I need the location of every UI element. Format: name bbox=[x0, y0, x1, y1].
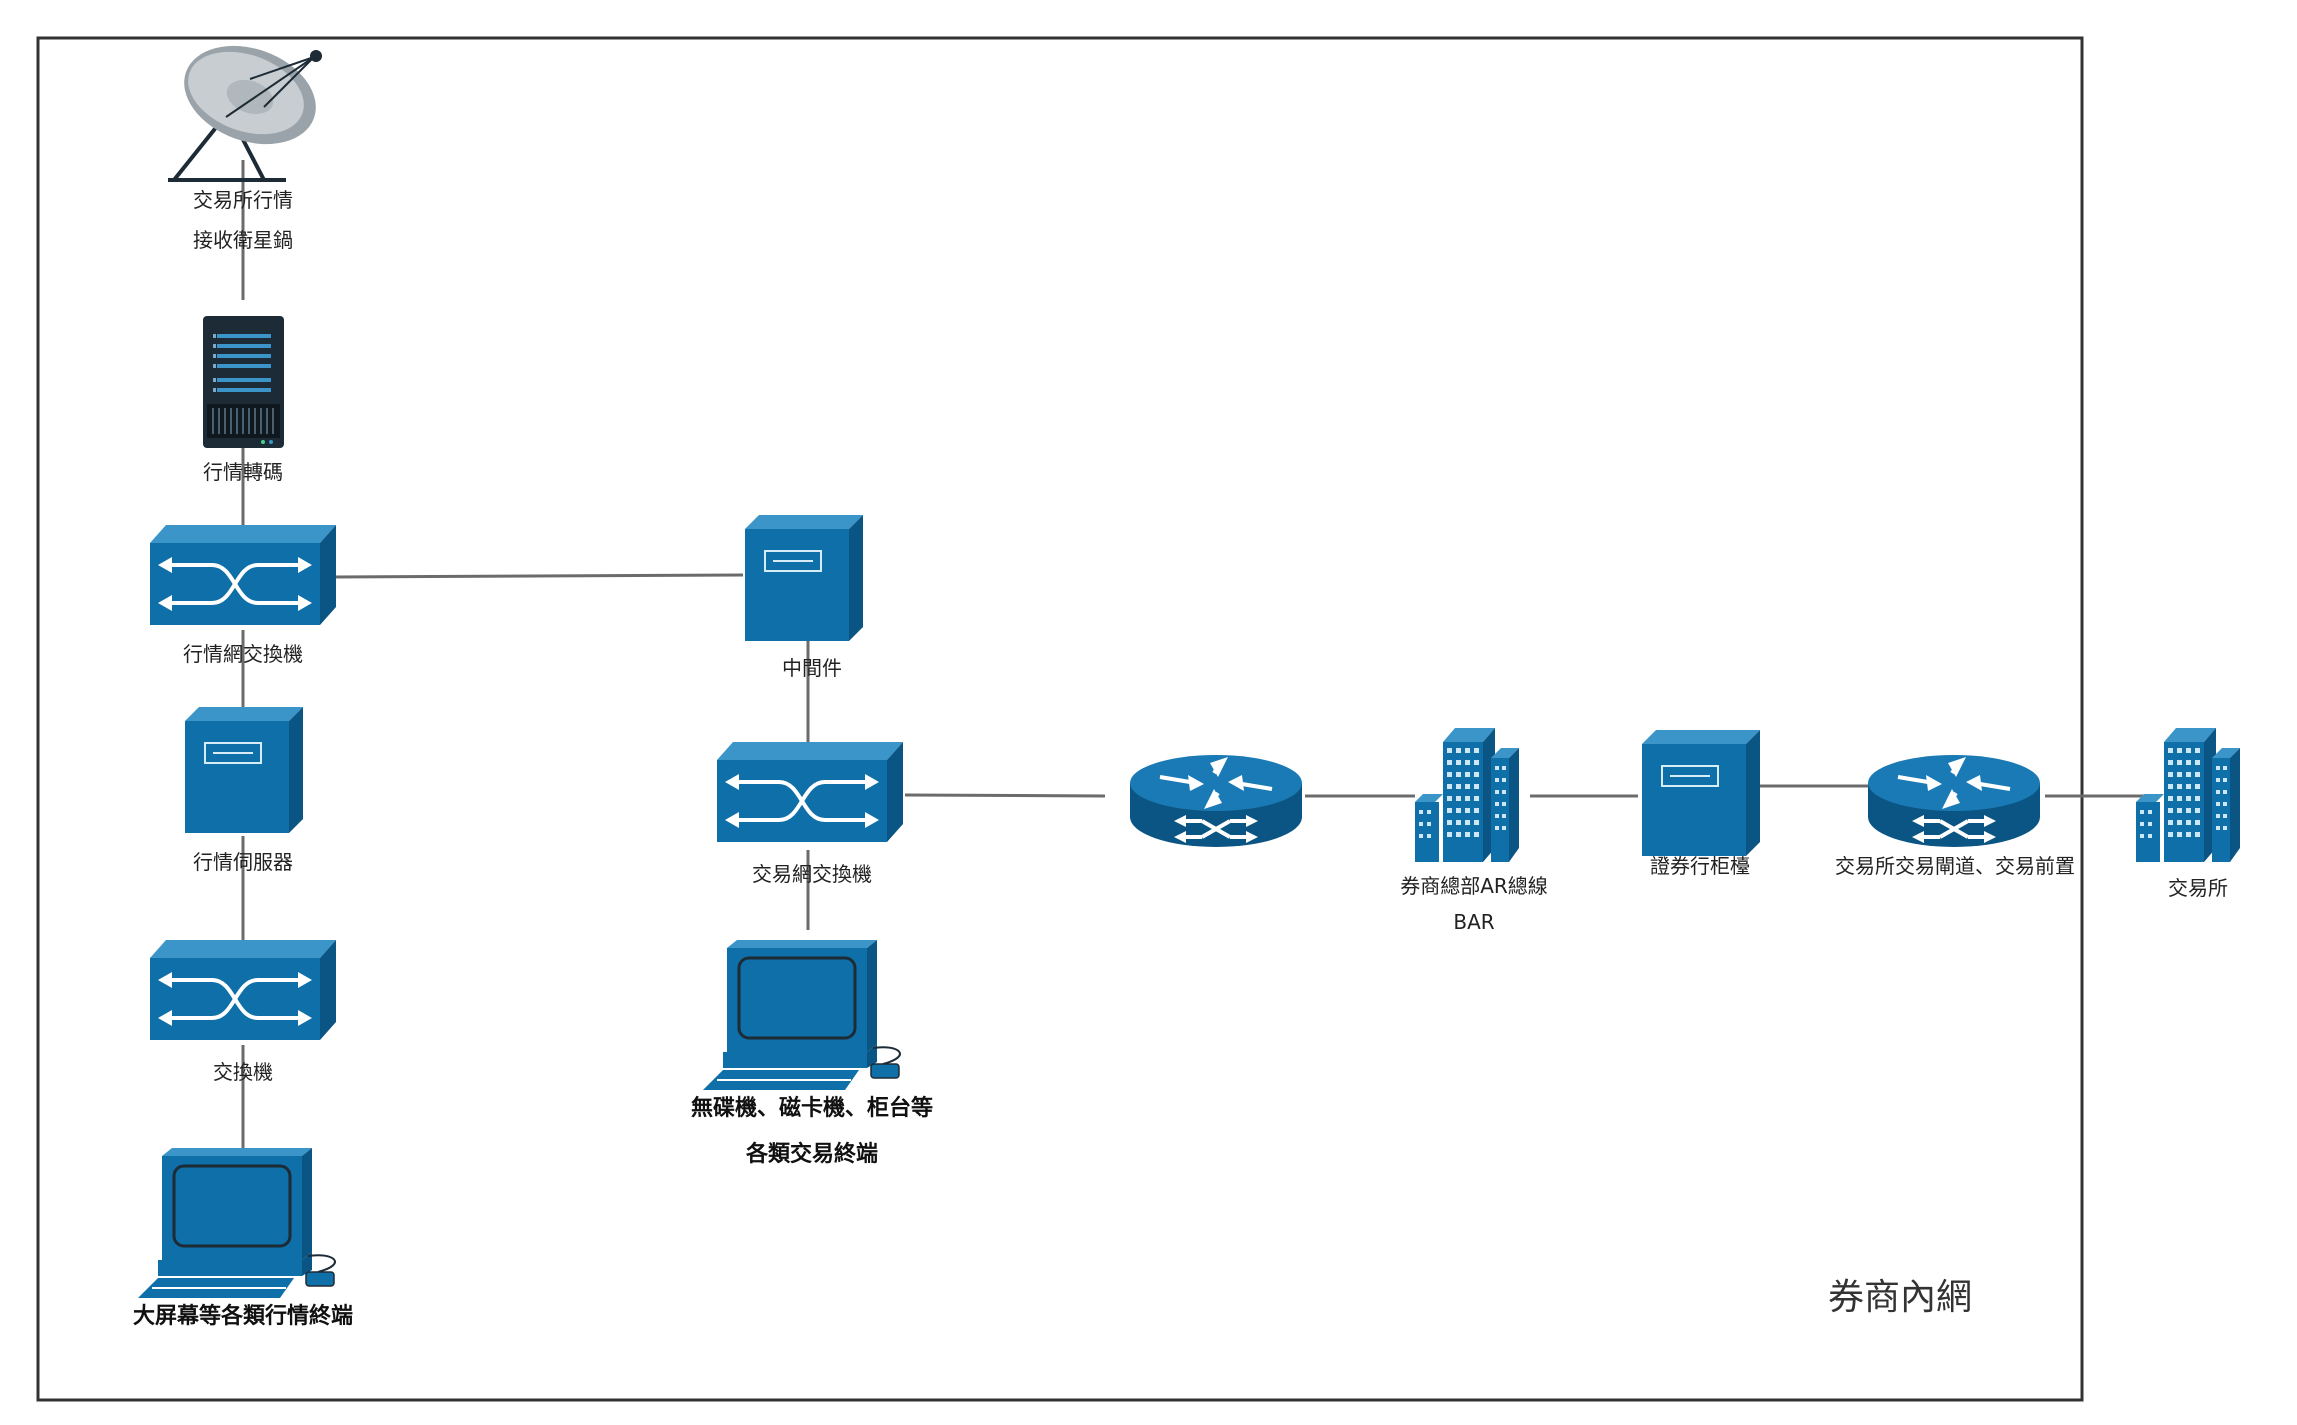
transcoder-label: 行情轉碼 bbox=[203, 460, 283, 484]
switch-icon bbox=[148, 938, 338, 1042]
trade-switch-label: 交易網交換機 bbox=[752, 862, 872, 886]
workstation-icon bbox=[136, 1146, 337, 1300]
link-trade-switch-router-1 bbox=[904, 793, 1106, 798]
connections bbox=[241, 160, 2145, 1150]
router-icon bbox=[1128, 753, 1304, 849]
link-market-switch-middleware bbox=[334, 573, 744, 579]
switch-label: 交換機 bbox=[213, 1060, 273, 1084]
workstation-icon bbox=[701, 938, 902, 1092]
office-building-icon bbox=[1415, 728, 1519, 862]
market-server-label: 行情伺服器 bbox=[193, 850, 293, 874]
broker-hq-label-line-1: 券商總部AR總線 bbox=[1400, 874, 1548, 898]
switch-icon bbox=[715, 740, 905, 844]
server-icon bbox=[184, 706, 304, 834]
satellite-label-line-1: 交易所行情 bbox=[193, 188, 293, 212]
trade-terminal-label-line-2: 各類交易終端 bbox=[745, 1142, 879, 1167]
office-building-icon bbox=[2136, 728, 2240, 862]
server-rack-icon bbox=[203, 316, 284, 448]
exchange-label: 交易所 bbox=[2168, 876, 2228, 900]
router-2-label: 交易所交易閘道、交易前置 bbox=[1835, 854, 2075, 878]
server-icon bbox=[1641, 729, 1761, 857]
broker-hq-label-line-2: BAR bbox=[1453, 910, 1495, 934]
satellite-label-line-2: 接收衛星鍋 bbox=[193, 228, 293, 252]
broker-counter-label: 證券行柜檯 bbox=[1650, 854, 1750, 878]
middleware-label: 中間件 bbox=[782, 656, 842, 680]
trade-terminal-label-line-1: 無碟機、磁卡機、柜台等 bbox=[690, 1096, 934, 1121]
market-terminal-label: 大屏幕等各類行情終端 bbox=[132, 1304, 354, 1329]
region-label: 券商內網 bbox=[1828, 1277, 1973, 1318]
router-icon bbox=[1866, 753, 2042, 849]
server-icon bbox=[744, 514, 864, 642]
region-frame bbox=[36, 36, 2084, 1402]
market-switch-label: 行情網交換機 bbox=[183, 642, 303, 666]
switch-icon bbox=[148, 523, 338, 627]
satellite-dish-icon bbox=[168, 45, 322, 182]
